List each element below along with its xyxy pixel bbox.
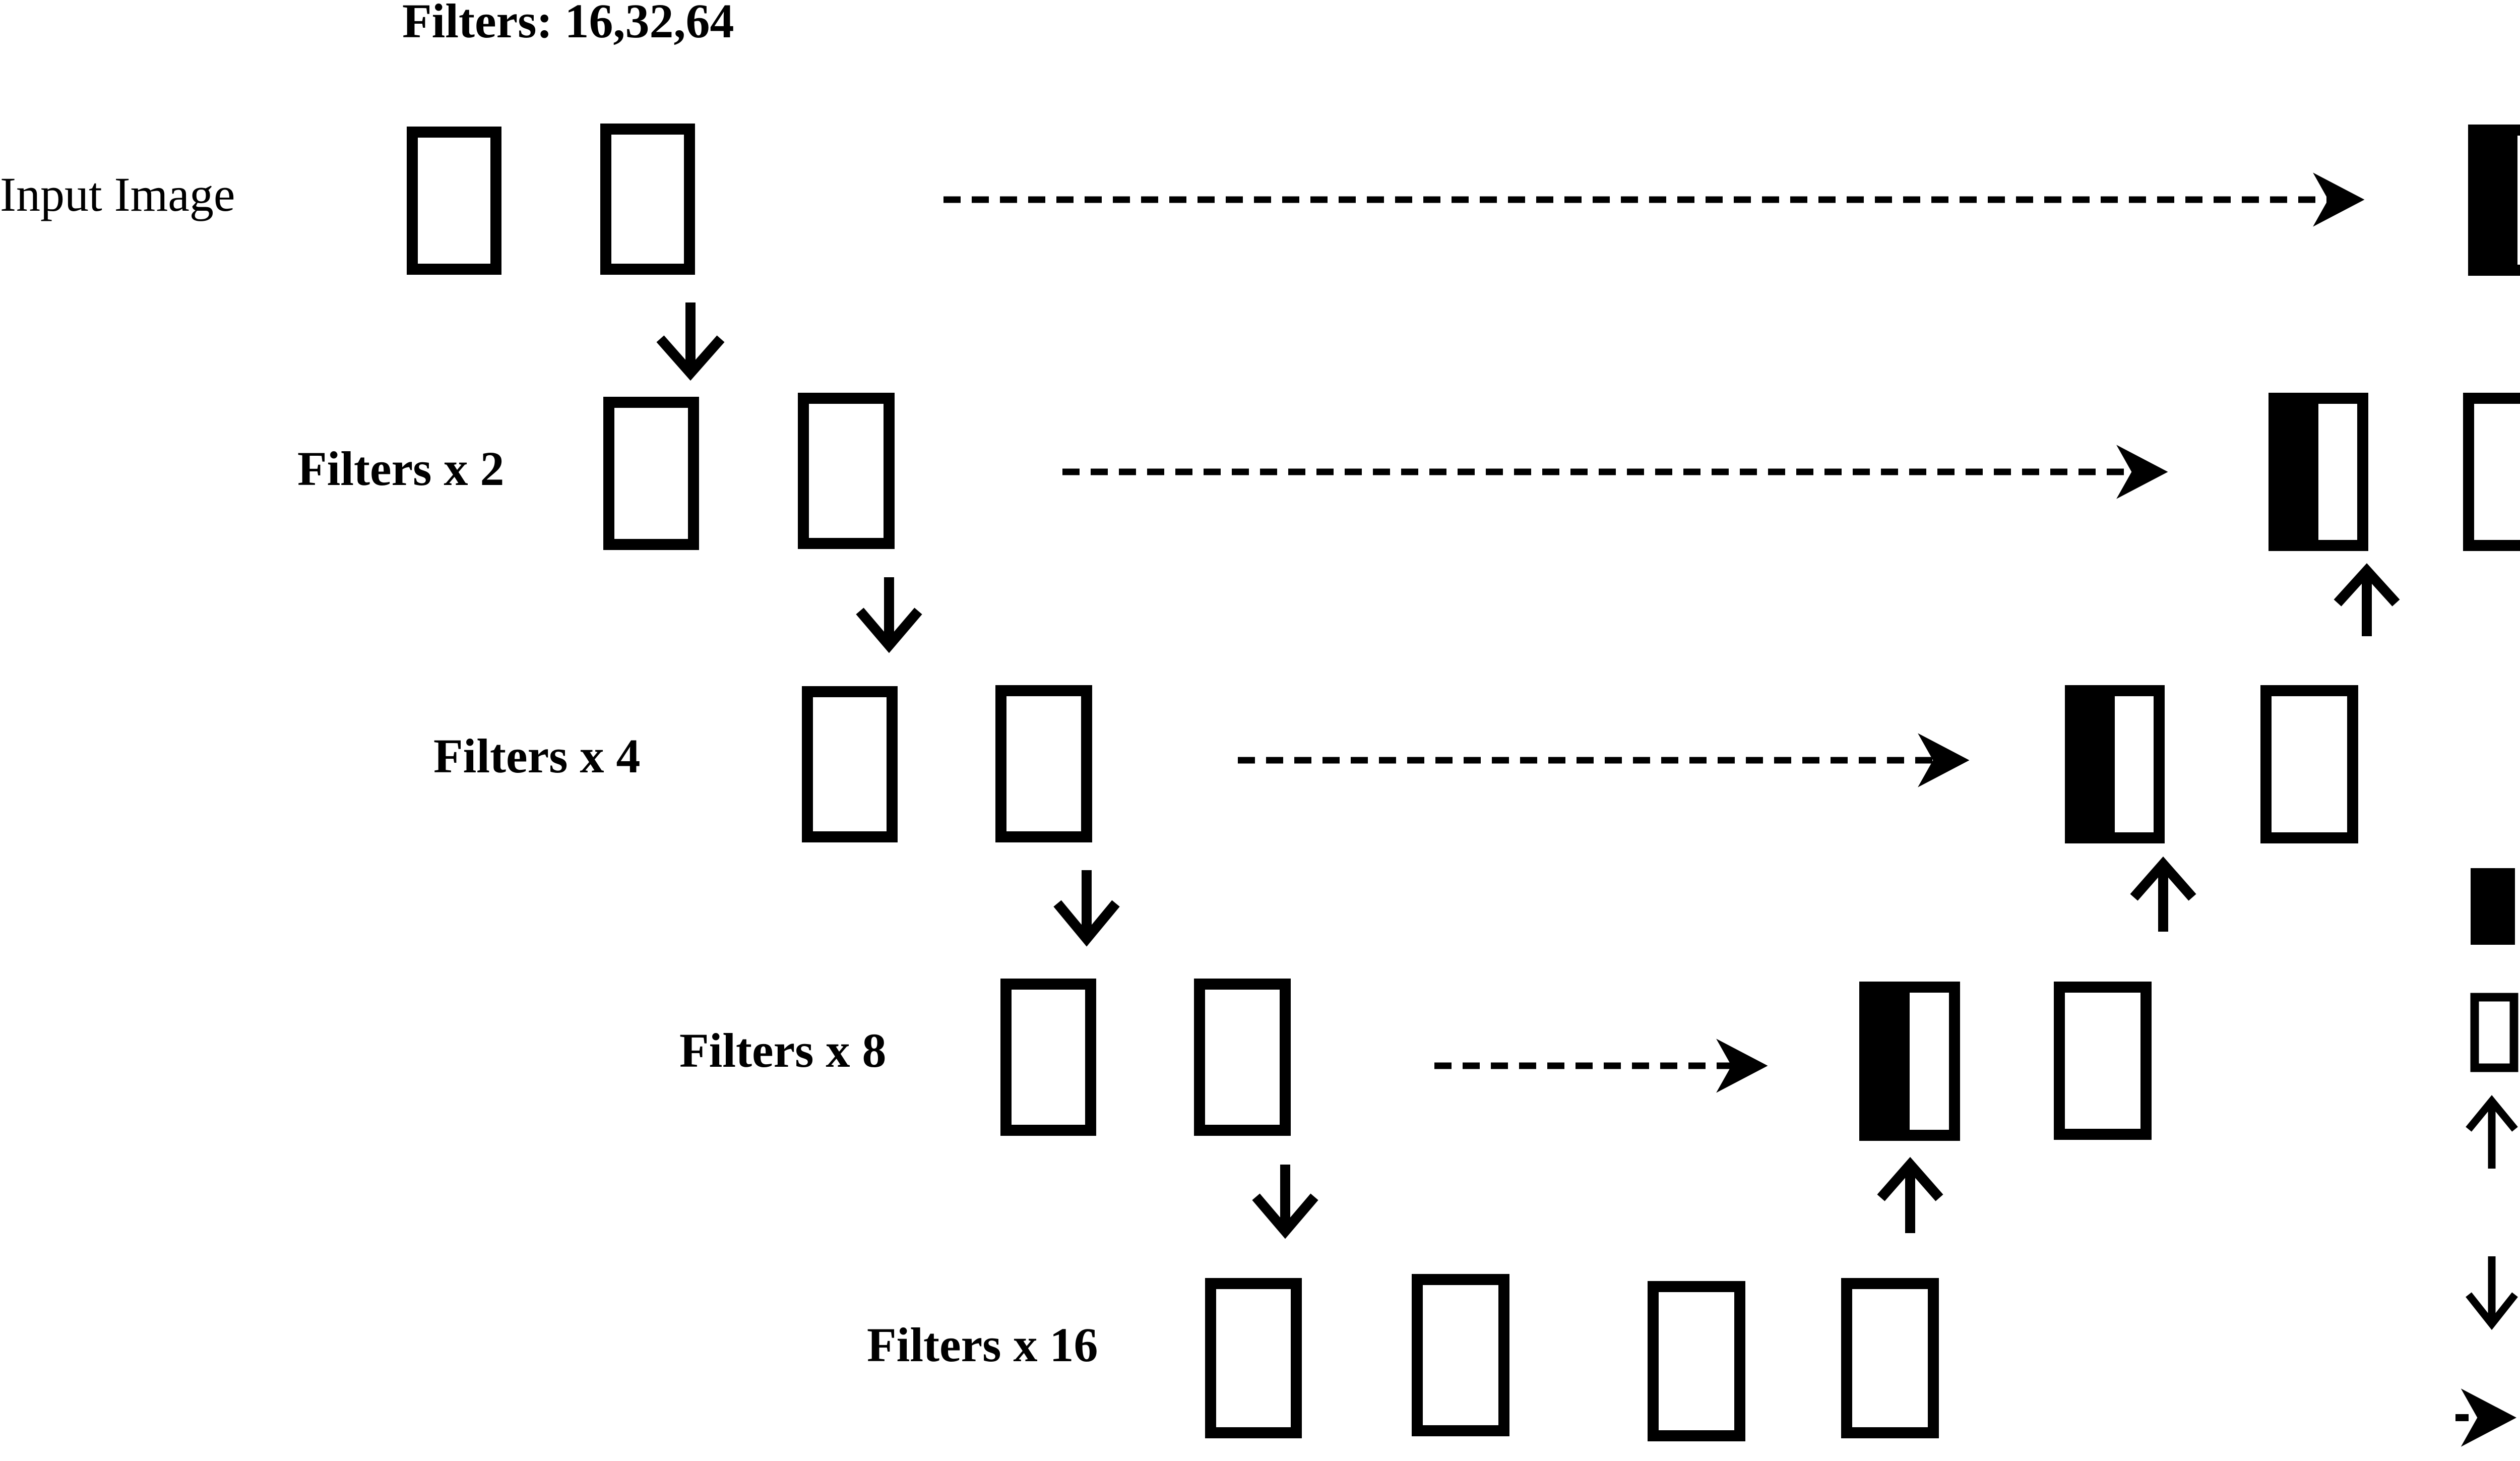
filters-x2-label: Filters x 2 — [297, 442, 505, 496]
filters-top-label: Filters: 16,32,64 — [402, 0, 734, 48]
decoder-conv-block-l2 — [2463, 393, 2520, 551]
decoder-conv-block-l3 — [2260, 685, 2358, 843]
encoder-conv-block-l4-b — [1194, 979, 1291, 1136]
input-image-label: Input Image — [0, 167, 235, 221]
max-pooling-arrow-l3 — [1053, 870, 1120, 947]
decoder-conv-block-l4 — [2054, 982, 2152, 1140]
decoder-concat-block-l3 — [2065, 685, 2165, 843]
encoder-conv-block-l1-b — [600, 124, 695, 275]
bottleneck-conv-block-1 — [1205, 1278, 1302, 1438]
legend-down-arrow-icon — [2466, 1256, 2518, 1330]
legend-outlined-rect-icon — [2470, 993, 2518, 1072]
encoder-conv-block-l3-a — [802, 686, 898, 842]
encoder-conv-block-l1-a — [407, 127, 501, 275]
legend-up-arrow-icon — [2466, 1095, 2518, 1169]
legend-filled-rect-icon — [2471, 868, 2515, 945]
encoder-conv-block-l2-a — [603, 397, 699, 550]
bottleneck-conv-block-4 — [1841, 1278, 1939, 1438]
filters-x16-label: Filters x 16 — [867, 1318, 1098, 1372]
encoder-conv-block-l4-a — [1000, 979, 1096, 1136]
bottleneck-conv-block-2 — [1412, 1274, 1509, 1436]
up-convolution-arrow-l4 — [1877, 1156, 1943, 1233]
up-convolution-arrow-l3 — [2130, 856, 2196, 932]
encoder-conv-block-l2-b — [798, 393, 895, 549]
filters-x4-label: Filters x 4 — [433, 729, 641, 783]
max-pooling-arrow-l4 — [1252, 1165, 1318, 1239]
up-convolution-arrow-l2 — [2334, 563, 2400, 636]
bottleneck-conv-block-3 — [1648, 1281, 1745, 1441]
filters-x8-label: Filters x 8 — [679, 1023, 887, 1077]
decoder-concat-block-l4 — [1859, 982, 1960, 1141]
decoder-concat-block-l2 — [2269, 393, 2368, 551]
max-pooling-arrow-l1 — [656, 302, 725, 381]
max-pooling-arrow-l2 — [856, 577, 922, 653]
encoder-conv-block-l3-b — [995, 685, 1092, 842]
decoder-concat-block-l1 — [2468, 125, 2520, 276]
